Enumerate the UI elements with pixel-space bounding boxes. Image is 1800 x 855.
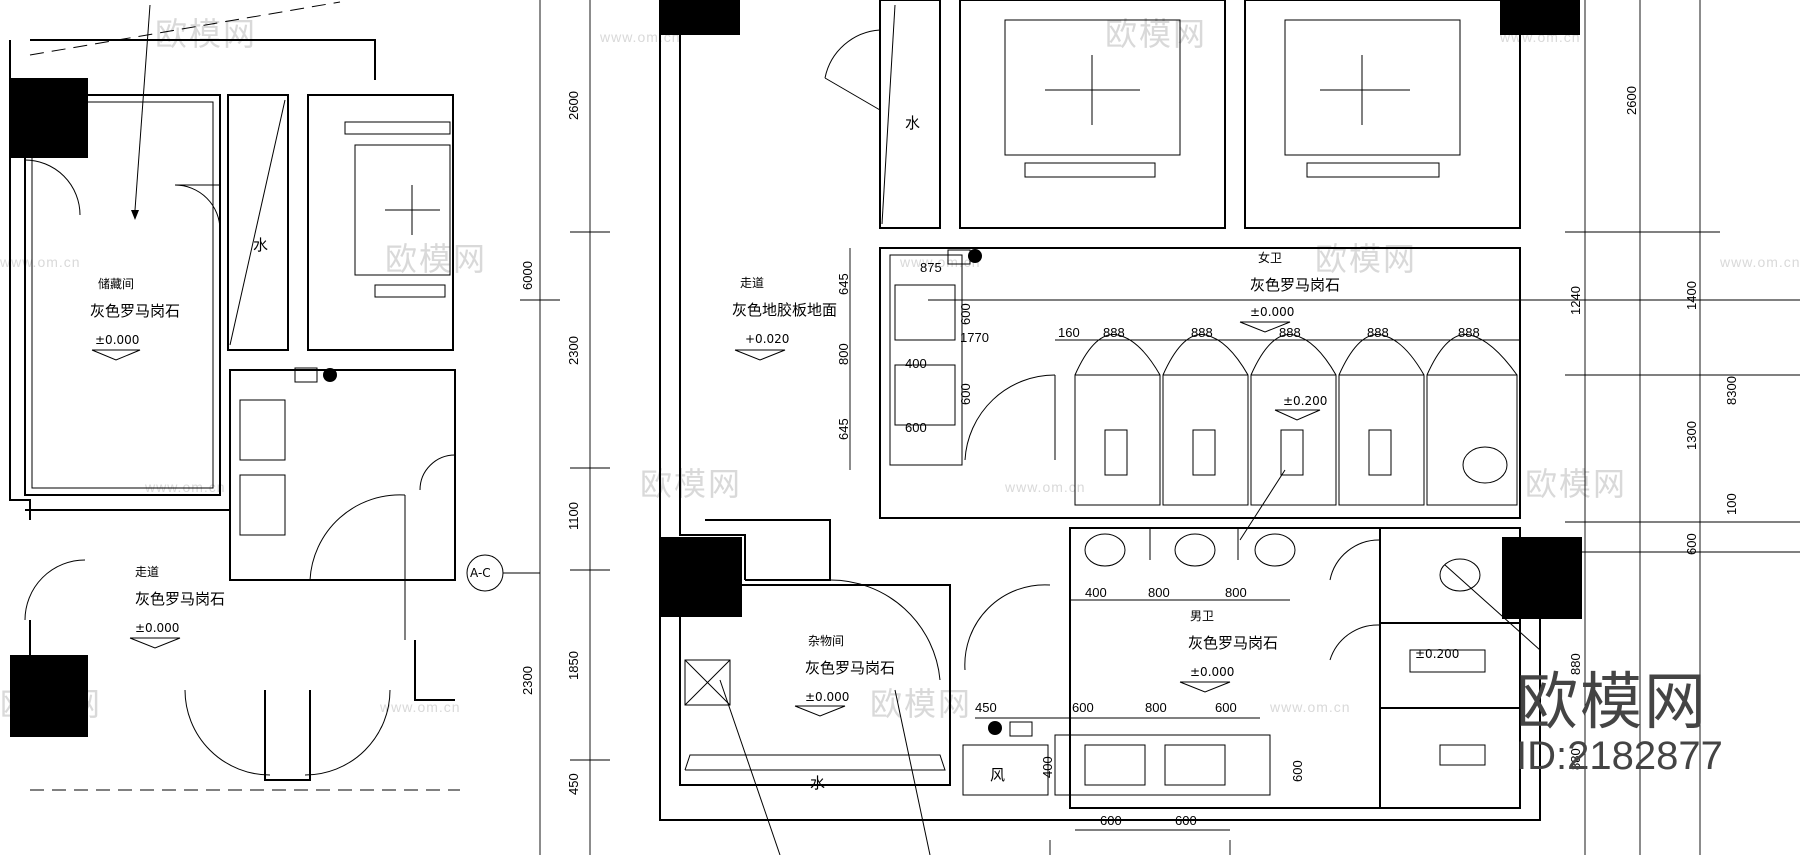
water-shaft-label-top: 水 — [905, 114, 920, 132]
female-wc-outline — [879, 247, 1521, 519]
dim-400: 400 — [905, 356, 927, 371]
watermark-text: 欧模网 — [1105, 15, 1207, 53]
structural-column — [1502, 537, 1582, 619]
room-floor-female-wc: 灰色罗马岗石 — [1250, 276, 1340, 294]
dim-basin-600b: 600 — [1215, 700, 1237, 715]
dim-basin-450: 450 — [975, 700, 997, 715]
dim-urinal-2: 800 — [1148, 585, 1170, 600]
dim-basin-600a: 600 — [1072, 700, 1094, 715]
dim-right-9: 880 — [1568, 748, 1583, 770]
structural-column — [660, 0, 740, 35]
room-name-corridor-main: 走道 — [740, 276, 764, 290]
room-floor-corridor-main: 灰色地胶板地面 — [732, 301, 837, 319]
room-level-female-wc: ±0.000 — [1250, 305, 1294, 319]
room-name-storage: 储藏间 — [98, 276, 134, 291]
watermark-url: www.om.cn — [0, 254, 81, 270]
watermark-url: www.om.cn — [1004, 479, 1086, 495]
dim-1770: 1770 — [960, 330, 989, 345]
watermark-url: www.om.cn — [1269, 699, 1351, 715]
dim-basin-bottom-2: 600 — [1175, 813, 1197, 828]
stall-level: ±0.200 — [1283, 394, 1327, 408]
dim-right-6: 100 — [1724, 493, 1739, 515]
dim-600-v2: 600 — [958, 383, 973, 405]
main-plan: 水 走道 灰色地胶板地面 +0.020 — [659, 0, 1800, 855]
watermark-text: 欧模网 — [1315, 240, 1417, 278]
watermark-url: www.om.cn — [379, 699, 461, 715]
dim-875: 875 — [920, 260, 942, 275]
watermark-text: 欧模网 — [155, 15, 257, 53]
stall-row — [1074, 334, 1518, 506]
dim-basin-800: 800 — [1145, 700, 1167, 715]
brand-stamp: 欧模网 ID:2182877 — [1516, 665, 1796, 779]
dim-stall-3: 888 — [1279, 325, 1301, 340]
room-name-sundries: 杂物间 — [808, 634, 844, 648]
room-level-male-wc: ±0.000 — [1190, 665, 1234, 679]
room-name-corridor-left: 走道 — [135, 565, 159, 579]
water-shaft-label-bottom: 水 — [810, 774, 825, 792]
dim-urinal-3: 800 — [1225, 585, 1247, 600]
structural-column — [1500, 0, 1580, 35]
dim-stall-4: 888 — [1367, 325, 1389, 340]
dim-stall-2: 888 — [1191, 325, 1213, 340]
dim-600-v1: 600 — [958, 303, 973, 325]
watermark-text: 欧模网 — [870, 685, 972, 723]
watermark-url: www.om.cn — [899, 254, 981, 270]
dim-645-top: 645 — [836, 273, 851, 295]
dim-right-4: 8300 — [1724, 376, 1739, 405]
dim-basin-side-600: 600 — [1290, 760, 1305, 782]
structural-column — [10, 78, 88, 158]
dim-right-2: 1400 — [1684, 281, 1699, 310]
axis-bubble-label: A-C — [470, 566, 491, 580]
dim-right-1: 2600 — [1624, 86, 1639, 115]
dim-urinal-1: 400 — [1085, 585, 1107, 600]
dimension-column-left: 2600 6000 2300 1100 1850 2300 450 — [520, 0, 610, 855]
watermark-text: 欧模网 — [385, 240, 487, 278]
dim-left-1: 2600 — [566, 91, 581, 120]
room-level-sundries: ±0.000 — [805, 690, 849, 704]
dim-basin-bottom-1: 600 — [1100, 813, 1122, 828]
dim-600: 600 — [905, 420, 927, 435]
dim-right-7: 600 — [1684, 533, 1699, 555]
sundries-room-outline — [679, 584, 951, 786]
dim-left-6: 2300 — [520, 666, 535, 695]
room-floor-corridor-left: 灰色罗马岗石 — [135, 590, 225, 608]
dim-800: 800 — [836, 343, 851, 365]
room-level-corridor-left: ±0.000 — [135, 621, 179, 635]
room-name-female-wc: 女卫 — [1258, 250, 1282, 265]
room-level-storage: ±0.000 — [95, 333, 139, 347]
dim-left-3: 2300 — [566, 336, 581, 365]
storage-room-outline — [24, 94, 221, 496]
dim-645-bottom: 645 — [836, 418, 851, 440]
brand-id: ID:2182877 — [1516, 734, 1723, 778]
brand-logo: 欧模网 — [1516, 665, 1709, 738]
structural-column — [10, 655, 88, 737]
watermark-url: www.om.cn — [1719, 254, 1800, 270]
room-level-corridor-main: +0.020 — [745, 332, 789, 346]
accessible-level: ±0.200 — [1415, 647, 1459, 661]
dim-right-3: 1240 — [1568, 286, 1583, 315]
dim-basin-side-400: 400 — [1040, 756, 1055, 778]
dim-left-4: 1100 — [566, 502, 581, 530]
dimension-column-right: 2600 1400 1240 8300 1300 100 600 880 880 — [1565, 0, 1800, 855]
dim-left-5: 1850 — [566, 651, 581, 680]
dim-stall-5: 888 — [1458, 325, 1480, 340]
dim-right-5: 1300 — [1684, 421, 1699, 450]
watermark-text: 欧模网 — [640, 465, 742, 503]
left-plan: 水 储藏间 灰色罗马岗石 ±0.000 走道 灰色罗马岗石 ±0.000 — [9, 1, 540, 791]
watermark-text: 欧模网 — [1525, 465, 1627, 503]
dim-stall-1: 888 — [1103, 325, 1125, 340]
dim-right-8: 880 — [1568, 653, 1583, 675]
room-floor-storage: 灰色罗马岗石 — [90, 302, 180, 320]
room-floor-male-wc: 灰色罗马岗石 — [1188, 634, 1278, 652]
structural-column — [660, 537, 742, 617]
room-floor-sundries: 灰色罗马岗石 — [805, 659, 895, 677]
dim-left-7: 450 — [566, 773, 581, 795]
water-shaft-label: 水 — [253, 236, 268, 254]
dim-stall-160: 160 — [1058, 325, 1080, 340]
dim-left-2: 6000 — [520, 261, 535, 290]
room-name-male-wc: 男卫 — [1190, 609, 1214, 623]
wind-shaft-label: 风 — [990, 766, 1005, 784]
watermark-url: www.om.cn — [144, 479, 226, 495]
